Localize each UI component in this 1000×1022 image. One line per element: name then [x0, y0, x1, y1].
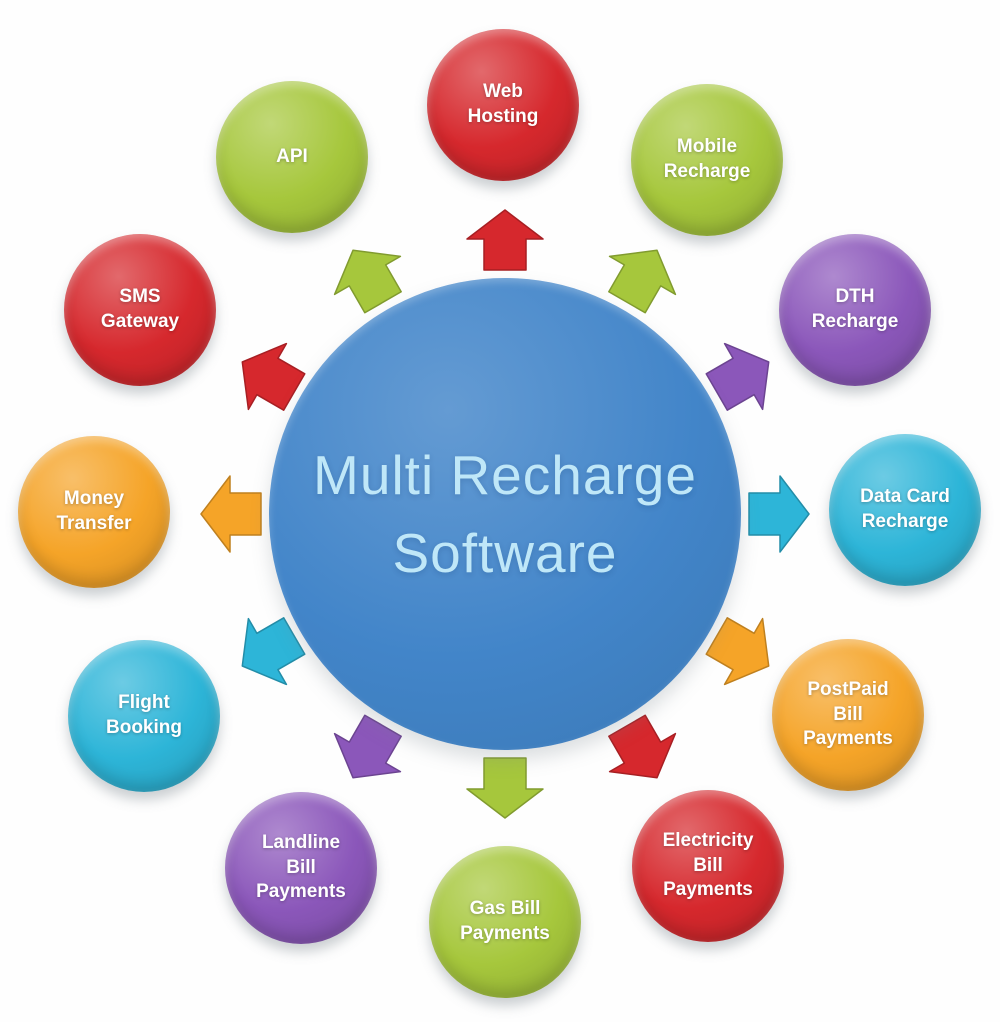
node-landline-bill-payments: Landline Bill Payments	[225, 792, 377, 944]
node-label: Web Hosting	[467, 81, 539, 127]
node-label: Money Transfer	[56, 488, 132, 534]
center-node-multi-recharge-software: Multi Recharge Software	[269, 278, 741, 750]
node-money-transfer: Money Transfer	[18, 436, 170, 588]
node-label: PostPaid Bill Payments	[803, 678, 893, 750]
node-api: API	[216, 81, 368, 233]
node-label: Gas Bill Payments	[460, 898, 550, 944]
node-sms-gateway: SMS Gateway	[64, 234, 216, 386]
arrow-to-gas-bill-payments	[466, 757, 544, 819]
node-label: SMS Gateway	[100, 286, 180, 332]
node-gas-bill-payments: Gas Bill Payments	[429, 846, 581, 998]
node-label: Mobile Recharge	[663, 136, 751, 182]
arrow-to-data-card-recharge	[748, 475, 810, 553]
arrow-to-money-transfer	[200, 475, 262, 553]
node-label: API	[276, 145, 308, 167]
node-electricity-bill-payments: Electricity Bill Payments	[632, 790, 784, 942]
node-label: DTH Recharge	[811, 286, 899, 332]
node-flight-booking: Flight Booking	[68, 640, 220, 792]
node-web-hosting: Web Hosting	[427, 29, 579, 181]
node-label: Electricity Bill Payments	[662, 829, 754, 901]
arrow-to-web-hosting	[466, 209, 544, 271]
node-mobile-recharge: Mobile Recharge	[631, 84, 783, 236]
node-label: Landline Bill Payments	[256, 831, 346, 903]
node-postpaid-bill-payments: PostPaid Bill Payments	[772, 639, 924, 791]
node-label: Flight Booking	[106, 692, 182, 738]
node-data-card-recharge: Data Card Recharge	[829, 434, 981, 586]
node-dth-recharge: DTH Recharge	[779, 234, 931, 386]
node-label: Data Card Recharge	[860, 486, 950, 532]
center-node-label: Multi Recharge Software	[313, 443, 697, 584]
